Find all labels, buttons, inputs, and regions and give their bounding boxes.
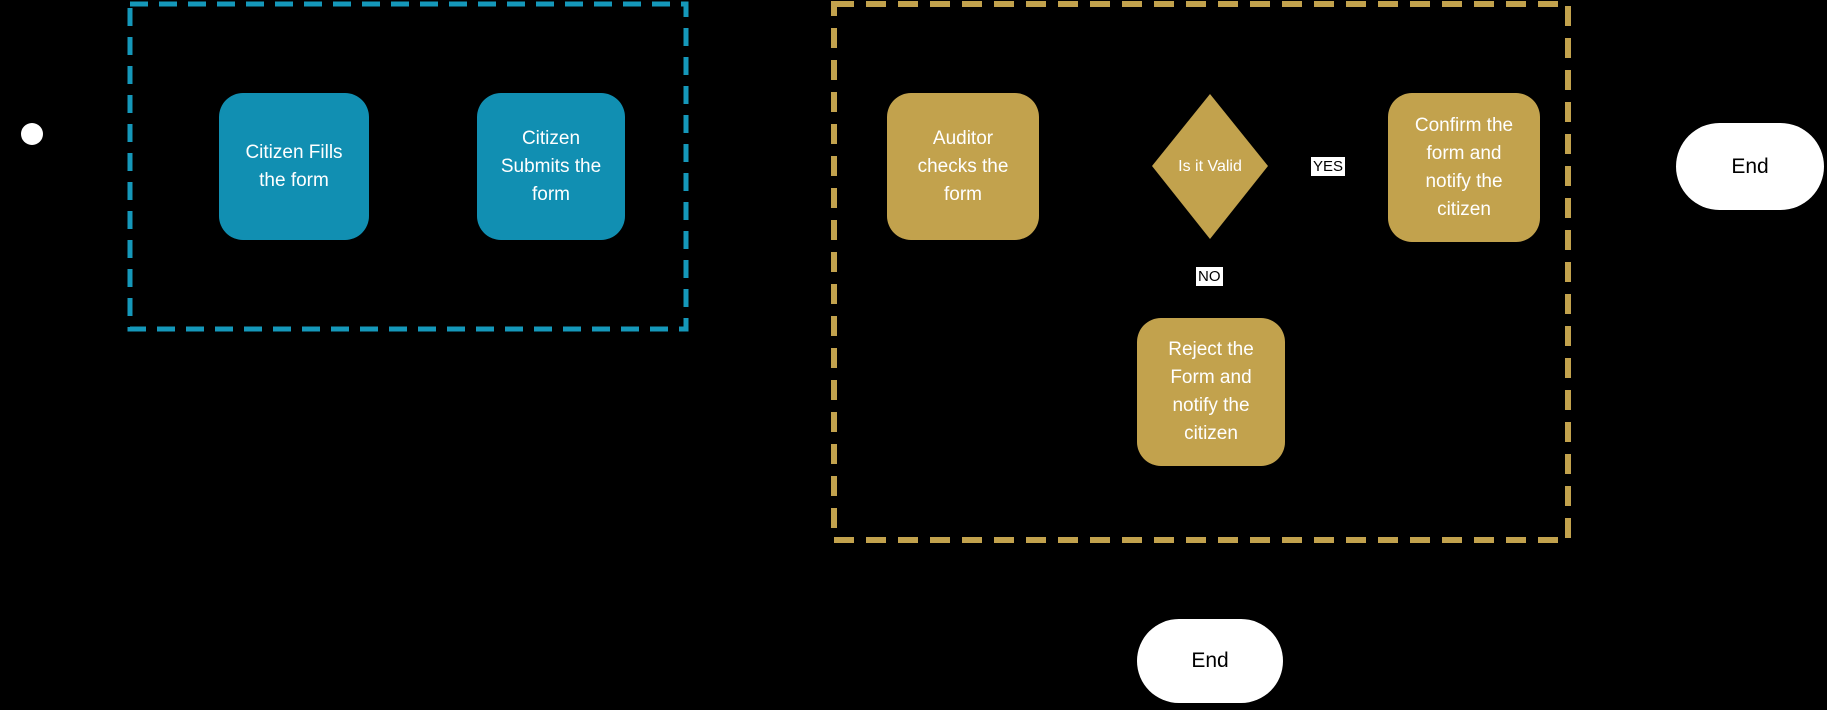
start-node-icon [21, 123, 43, 145]
decision-label-is-it-valid: Is it Valid [1178, 157, 1242, 175]
node-reject-and-notify: Reject the Form and notify the citizen [1137, 318, 1285, 466]
citizen-lane-border [127, 1, 689, 332]
node-confirm-and-notify: Confirm the form and notify the citizen [1388, 93, 1540, 242]
edge-label-no: NO [1196, 267, 1223, 286]
node-citizen-submits-form: Citizen Submits the form [477, 93, 625, 240]
decision-diamond [1152, 94, 1268, 239]
node-citizen-fills-form: Citizen Fills the form [219, 93, 369, 240]
edge-label-yes: YES [1311, 157, 1346, 176]
auditor-lane-border [831, 1, 1571, 543]
end-node-right: End [1676, 123, 1824, 210]
end-node-bottom: End [1137, 619, 1283, 703]
node-auditor-checks-form: Auditor checks the form [887, 93, 1039, 240]
